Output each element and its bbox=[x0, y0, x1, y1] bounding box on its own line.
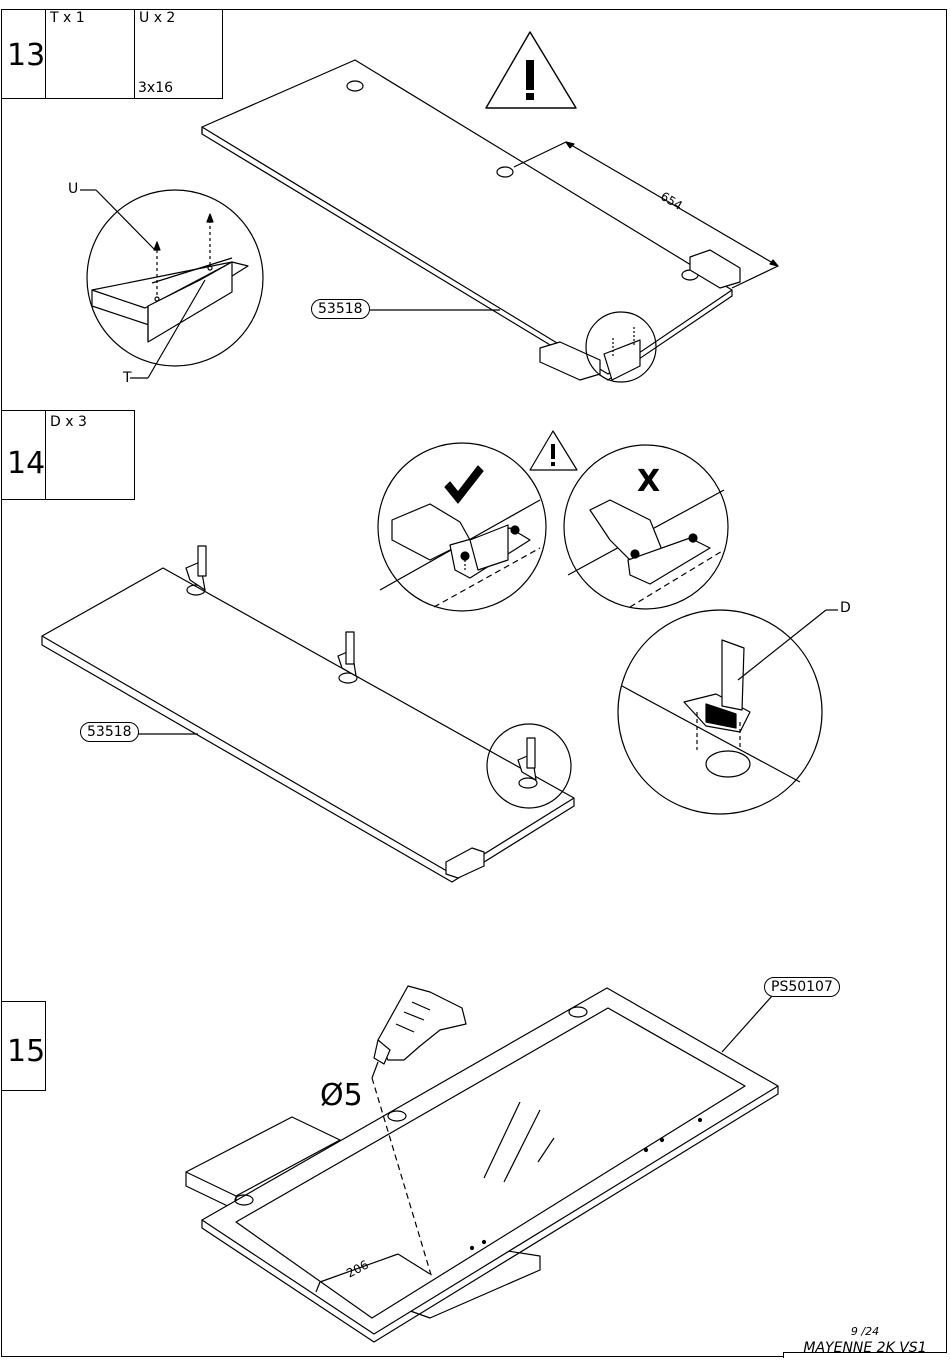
step15-header bbox=[1, 1001, 46, 1091]
page-frame bbox=[1, 9, 947, 1357]
hinge-correct-detail bbox=[377, 442, 547, 612]
detail-circle-step13 bbox=[80, 189, 264, 379]
dimension-206 bbox=[315, 1253, 431, 1293]
callout-t: T bbox=[123, 370, 132, 386]
step13-divider-2 bbox=[134, 9, 135, 99]
footer-box bbox=[783, 1352, 947, 1358]
step13-divider-1 bbox=[45, 9, 46, 99]
hinge-d-detail bbox=[617, 609, 838, 815]
panel-code-step14: 53518 bbox=[80, 722, 139, 742]
drill-icon bbox=[371, 985, 467, 1279]
step14-header bbox=[1, 410, 135, 500]
panel-53518-step14 bbox=[41, 545, 575, 883]
page-number-visible: 9 /24 bbox=[850, 1325, 880, 1338]
panel-code-step15: PS50107 bbox=[764, 977, 840, 997]
callout-d: D bbox=[840, 600, 851, 616]
step13-header bbox=[1, 9, 223, 99]
part-t-quantity: T x 1 bbox=[50, 10, 85, 26]
part-d-quantity: D x 3 bbox=[50, 414, 87, 430]
hinge-wrong-detail bbox=[563, 444, 729, 610]
step14-number: 14 bbox=[7, 446, 46, 481]
detail-circle-small-step13 bbox=[585, 311, 657, 383]
callout-u: U bbox=[68, 181, 79, 197]
part-u-quantity: U x 2 bbox=[139, 10, 176, 26]
warning-icon-small bbox=[529, 430, 578, 471]
wrong-mark-icon: X bbox=[637, 464, 661, 499]
step14-divider bbox=[45, 410, 46, 500]
drill-diameter: Ø5 bbox=[320, 1078, 363, 1113]
model-name: MAYENNE 2K VS1 bbox=[803, 1340, 927, 1356]
frame-ps50107 bbox=[185, 987, 779, 1343]
panel-code-step13: 53518 bbox=[311, 299, 370, 319]
step15-number: 15 bbox=[7, 1034, 46, 1069]
screw-size: 3x16 bbox=[138, 80, 174, 96]
checkmark-icon bbox=[444, 465, 484, 504]
step13-number: 13 bbox=[7, 38, 46, 73]
warning-icon bbox=[485, 31, 577, 109]
panel-53518-step13 bbox=[201, 59, 779, 381]
